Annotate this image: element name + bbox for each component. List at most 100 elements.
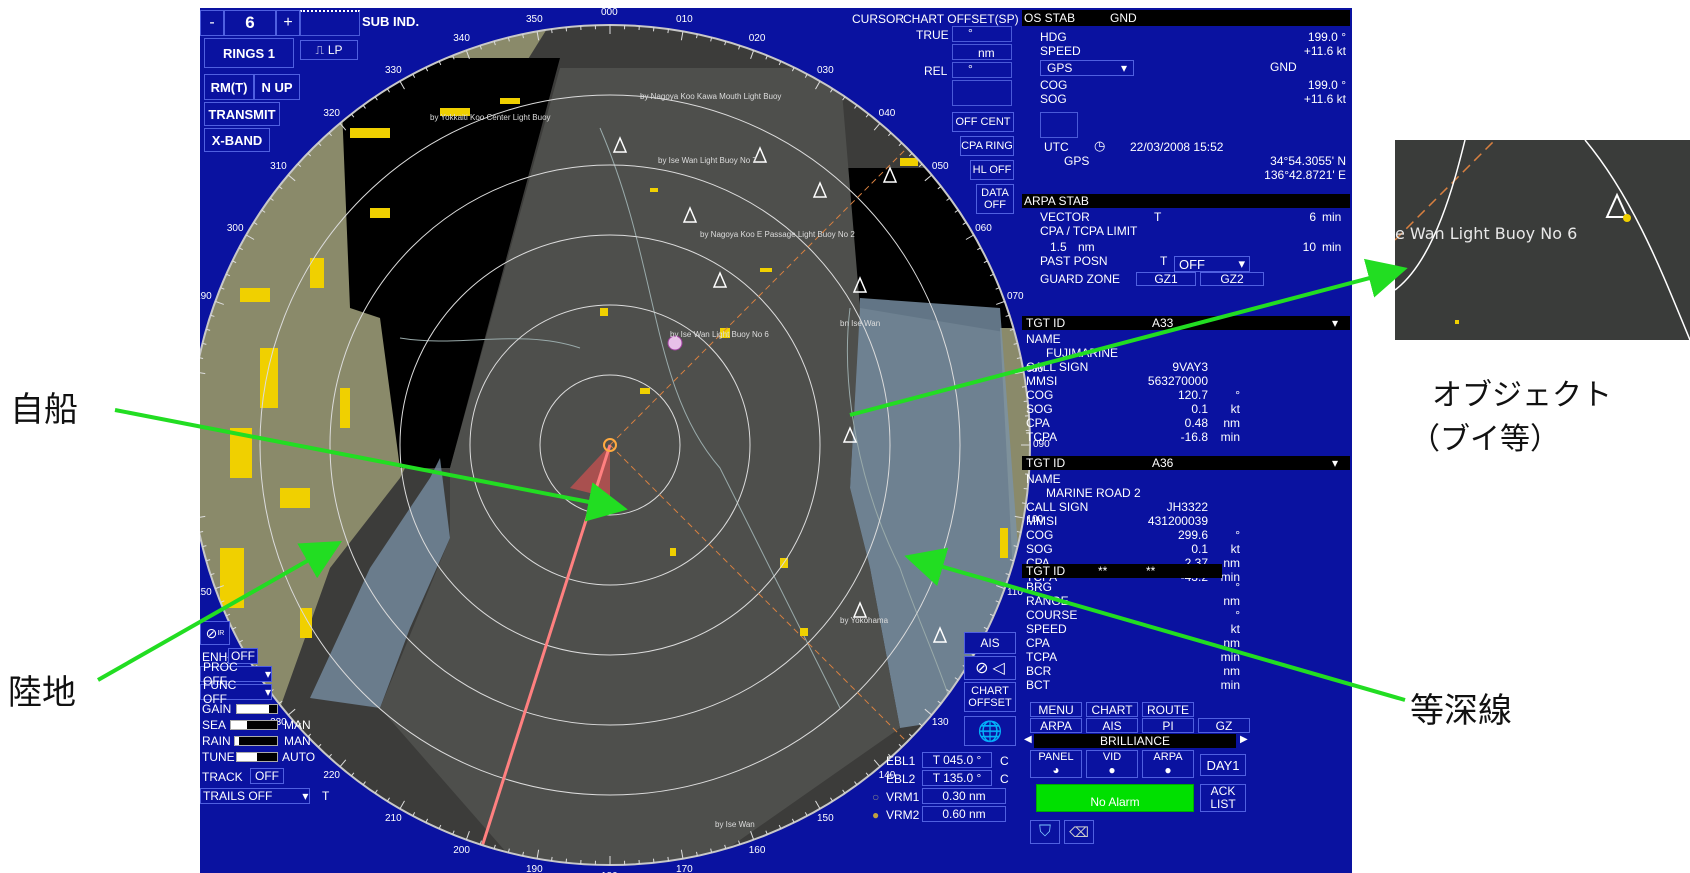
- dropdown-icon[interactable]: ▾: [1332, 456, 1339, 470]
- bearing-tick: [908, 152, 913, 157]
- depth-contour: [599, 127, 841, 709]
- cursor-rel-bearing: [952, 62, 1012, 78]
- eraser-icon-button[interactable]: ⌫: [1064, 820, 1094, 844]
- tgt-row-value: -16.8: [1180, 430, 1208, 444]
- tgt-row-unit: nm: [1223, 556, 1240, 570]
- ais-button[interactable]: AIS: [964, 632, 1016, 654]
- bearing-label: 160: [748, 844, 766, 856]
- rings-button[interactable]: RINGS 1: [204, 38, 294, 68]
- range-minus-button[interactable]: -: [200, 10, 224, 36]
- tune-slider[interactable]: [236, 752, 278, 762]
- bearing-tick: [1016, 531, 1021, 533]
- menu-button[interactable]: MENU: [1030, 702, 1082, 717]
- chart-menu-button[interactable]: CHART: [1086, 702, 1138, 717]
- tgt-row-unit: min: [1220, 430, 1240, 444]
- arpa-button[interactable]: ARPA: [1030, 718, 1082, 733]
- tgt-name: MARINE ROAD 2: [1046, 486, 1141, 500]
- dropdown-icon[interactable]: ▾: [1332, 316, 1339, 330]
- off-cent-button[interactable]: OFF CENT: [952, 112, 1014, 132]
- brilliance-right-arrow[interactable]: ▶: [1240, 734, 1248, 745]
- gz1-button[interactable]: GZ1: [1136, 272, 1196, 286]
- gz2-button[interactable]: GZ2: [1200, 272, 1264, 286]
- bearing-tick: [842, 96, 846, 101]
- arpa-brilliance[interactable]: ARPA ●: [1142, 750, 1194, 778]
- past-posn-select[interactable]: OFF ▾: [1174, 256, 1250, 272]
- bearing-tick: [873, 759, 881, 768]
- dropdown-icon: ▾: [264, 667, 271, 681]
- position-source-select[interactable]: GPS ▾: [1040, 60, 1134, 76]
- bearing-tick: [750, 831, 755, 840]
- data-off-button[interactable]: DATA OFF: [976, 184, 1014, 214]
- ir-button[interactable]: ⊘ IR: [200, 621, 230, 645]
- bearing-tick: [995, 600, 1000, 603]
- pi-button[interactable]: PI: [1142, 718, 1194, 733]
- bearing-tick: [399, 81, 405, 90]
- route-button[interactable]: ROUTE: [1142, 702, 1194, 717]
- bearing-tick: [226, 273, 231, 277]
- func-select[interactable]: FUNC OFF▾: [200, 678, 272, 706]
- pulse-button[interactable]: ⎍ LP: [300, 40, 358, 60]
- vid-brilliance[interactable]: VID ●: [1086, 750, 1138, 778]
- target-marker[interactable]: [667, 335, 683, 351]
- os-stab-header: OS STAB GND: [1022, 10, 1350, 26]
- buoy-symbols: [612, 136, 948, 643]
- track-value[interactable]: OFF: [250, 768, 284, 784]
- tune-label: TUNE: [202, 750, 235, 764]
- dropdown-icon: ▾: [264, 685, 271, 699]
- bearing-label: 060: [975, 223, 992, 234]
- day-mode-button[interactable]: DAY1: [1200, 754, 1246, 776]
- bearing-tick: [202, 342, 207, 345]
- gz-button[interactable]: GZ: [1198, 718, 1250, 733]
- gain-slider[interactable]: [236, 704, 278, 714]
- rain-slider[interactable]: [234, 736, 278, 746]
- ais-symbol-button[interactable]: ⊘◁: [964, 656, 1016, 680]
- motion-mode-button[interactable]: RM(T): [204, 74, 254, 100]
- tgt-row-value: 0.1: [1191, 542, 1208, 556]
- tgt-id: A36: [1152, 456, 1174, 470]
- bearing-tick: [215, 585, 224, 590]
- bearing-tick: [507, 848, 510, 853]
- vrm2-value[interactable]: 0.60 nm: [922, 806, 1006, 822]
- bearing-label: 350: [525, 13, 543, 25]
- bearing-tick: [854, 781, 858, 786]
- panel-brilliance[interactable]: PANEL ◕: [1030, 750, 1082, 778]
- land-annotation: 陸地: [8, 673, 76, 713]
- bearing-tick: [696, 34, 698, 39]
- brilliance-left-arrow[interactable]: ◀: [1024, 734, 1032, 745]
- cursor-title: CURSOR: [852, 12, 905, 26]
- vrm1-value[interactable]: 0.30 nm: [922, 788, 1006, 804]
- shield-icon-button[interactable]: ⛉: [1030, 820, 1060, 844]
- ebl1-value[interactable]: T 045.0 °: [922, 752, 992, 768]
- sea-label: SEA: [202, 718, 227, 732]
- bearing-tick: [317, 743, 322, 748]
- tgt-row-label: SOG: [1026, 542, 1053, 556]
- cpa-ring-button[interactable]: CPA RING: [960, 136, 1014, 156]
- depth-arrow: [904, 547, 1406, 702]
- vrm1-label: VRM1: [886, 790, 920, 804]
- bearing-tick: [908, 733, 913, 738]
- cursor-true-label: TRUE: [916, 28, 949, 42]
- bearing-tick: [898, 743, 903, 748]
- chart-offset-button[interactable]: CHART OFFSET: [964, 682, 1016, 712]
- ais-menu-button[interactable]: AIS: [1086, 718, 1138, 733]
- sea-slider[interactable]: [230, 720, 278, 730]
- north-up-button[interactable]: N UP: [254, 74, 300, 100]
- bearing-label: 100: [1026, 514, 1044, 526]
- ebl2-value[interactable]: T 135.0 °: [922, 770, 992, 786]
- radar-ppi[interactable]: [200, 8, 1352, 873]
- cursor-true-range: [952, 44, 1012, 60]
- enh-value[interactable]: OFF: [228, 648, 258, 664]
- tgt3-row-label: RANGE: [1026, 594, 1069, 608]
- vrm2-indicator: ●: [872, 808, 880, 822]
- speed-value: +11.6 kt: [1303, 44, 1346, 58]
- range-plus-button[interactable]: +: [276, 10, 300, 36]
- transmit-button[interactable]: TRANSMIT: [204, 102, 280, 126]
- hl-off-button[interactable]: HL OFF: [970, 160, 1014, 180]
- trails-mode: T: [322, 789, 330, 803]
- rain-fill: [235, 737, 240, 745]
- world-map-button[interactable]: 🌐: [964, 716, 1016, 746]
- trails-select[interactable]: TRAILS OFF ▾: [200, 788, 310, 804]
- band-button[interactable]: X-BAND: [204, 128, 270, 152]
- ack-list-button[interactable]: ACK LIST: [1200, 784, 1246, 812]
